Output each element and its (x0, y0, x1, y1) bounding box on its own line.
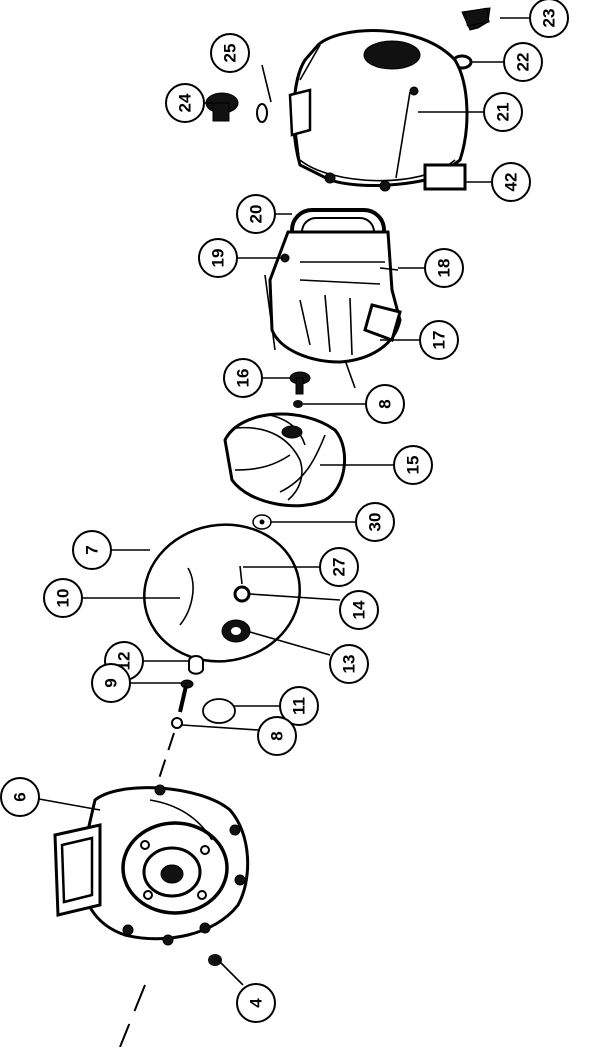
part-9-bolt (178, 679, 194, 713)
callout-42-label: 42 (502, 173, 521, 192)
part-6-base (53, 784, 250, 946)
callout-17-label: 17 (430, 331, 449, 350)
part-7-plate (143, 523, 301, 663)
callout-16-label: 16 (234, 369, 253, 388)
part-16-bolt (289, 371, 311, 395)
callout-8-lower: 8 (257, 716, 297, 756)
part-25-washer (256, 103, 268, 123)
callout-20-label: 20 (247, 205, 266, 224)
callout-19: 19 (198, 238, 238, 278)
part-17-pump-body (264, 230, 402, 389)
part-21-housing (288, 29, 469, 192)
callout-8-upper-label: 8 (376, 399, 395, 408)
callout-19-label: 19 (209, 249, 228, 268)
callout-20: 20 (236, 194, 276, 234)
callout-4: 4 (236, 983, 276, 1023)
callout-30: 30 (355, 502, 395, 542)
callout-15: 15 (393, 445, 433, 485)
callouts: 23 25 22 24 21 42 20 19 (0, 0, 569, 1023)
callout-18-label: 18 (435, 259, 454, 278)
callout-18: 18 (424, 248, 464, 288)
callout-13: 13 (329, 644, 369, 684)
callout-10: 10 (43, 578, 83, 618)
callout-22: 22 (503, 42, 543, 82)
part-4-plug (208, 954, 222, 966)
part-15-impeller (223, 412, 347, 508)
leader-lines (38, 17, 530, 986)
callout-14: 14 (339, 590, 379, 630)
callout-8-lower-label: 8 (268, 731, 287, 740)
callout-25-label: 25 (221, 44, 240, 63)
callout-10-label: 10 (54, 589, 73, 608)
callout-7: 7 (72, 530, 112, 570)
part-23-plug (461, 7, 491, 31)
callout-6: 6 (0, 777, 40, 817)
callout-9-label: 9 (102, 678, 121, 687)
callout-30-label: 30 (366, 513, 385, 532)
part-30-washer (252, 514, 272, 530)
axis-line-lower (119, 984, 146, 1047)
part-8-washer-lower (171, 717, 183, 729)
callout-8-upper: 8 (365, 384, 405, 424)
part-11-seal (202, 698, 236, 724)
callout-4-label: 4 (247, 998, 266, 1008)
callout-9: 9 (91, 663, 131, 703)
callout-42: 42 (491, 162, 531, 202)
callout-23-label: 23 (540, 9, 559, 28)
callout-22-label: 22 (514, 53, 533, 72)
callout-15-label: 15 (404, 456, 423, 475)
callout-24: 24 (165, 83, 205, 123)
callout-11: 11 (279, 686, 319, 726)
callout-25: 25 (210, 33, 250, 73)
callout-11-label: 11 (290, 697, 309, 715)
callout-6-label: 6 (11, 792, 30, 801)
callout-16: 16 (223, 358, 263, 398)
part-8-washer-upper (293, 400, 303, 408)
callout-23: 23 (529, 0, 569, 38)
callout-24-label: 24 (176, 93, 195, 112)
callout-13-label: 13 (340, 655, 359, 674)
part-12-sleeve (188, 655, 204, 675)
callout-17: 17 (419, 320, 459, 360)
callout-21-label: 21 (494, 103, 513, 122)
callout-14-label: 14 (350, 600, 369, 619)
part-24-fitting (205, 92, 239, 122)
callout-27: 27 (319, 547, 359, 587)
callout-7-label: 7 (83, 545, 102, 554)
callout-21: 21 (483, 92, 523, 132)
callout-27-label: 27 (330, 558, 349, 577)
